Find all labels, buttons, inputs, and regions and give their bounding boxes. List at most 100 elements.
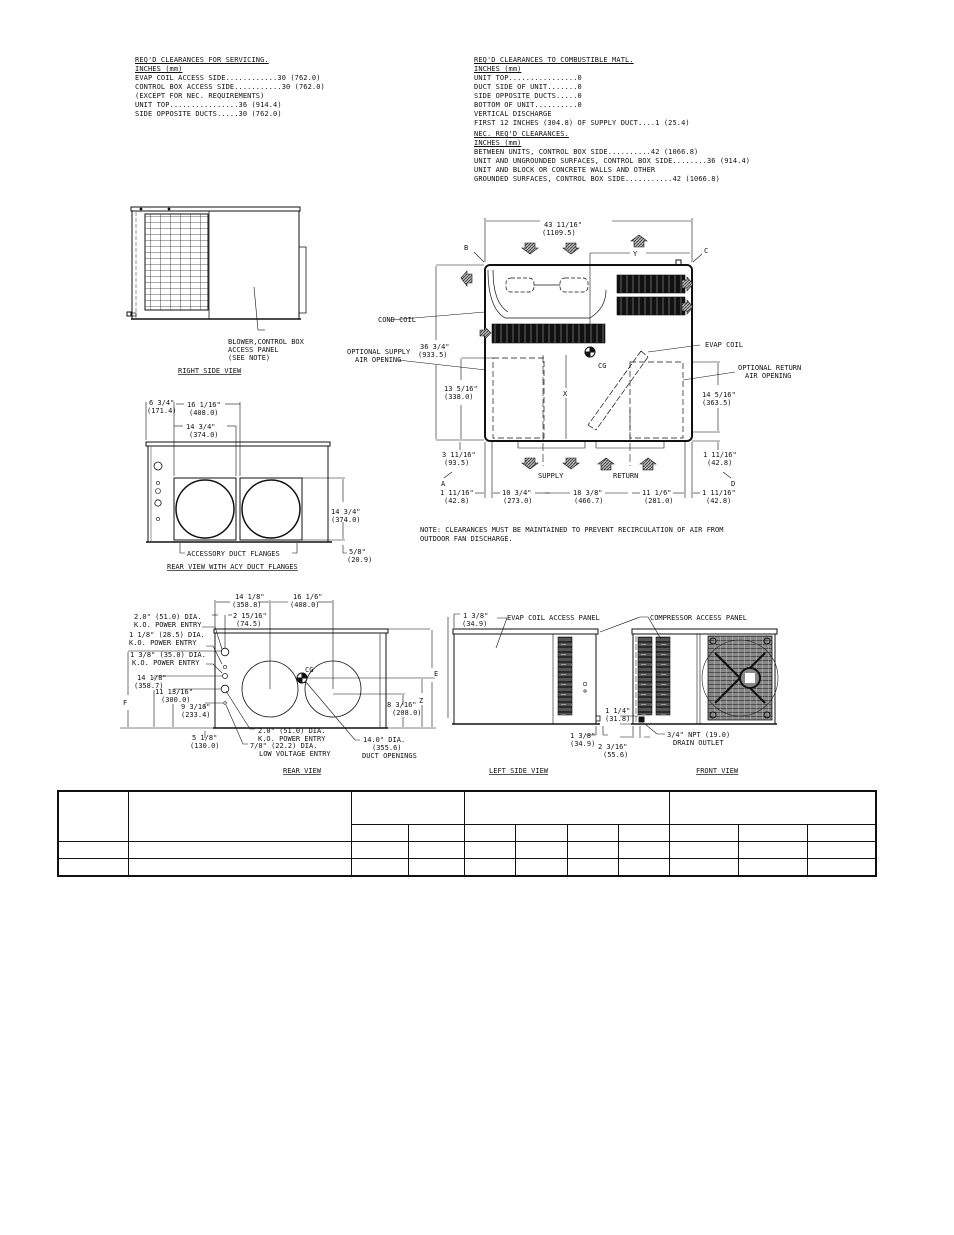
corner-c: C <box>704 247 708 255</box>
dim-1-3-8-bot-mm: (34.9) <box>570 740 595 748</box>
subheader-cell <box>618 824 670 842</box>
dim-2-15-16-mm: (74.5) <box>236 620 261 628</box>
combustible-line: DUCT SIDE OF UNIT.......0 <box>474 83 582 91</box>
front-view-title: FRONT VIEW <box>696 767 739 775</box>
dim-8-3-16: 8 3/16" <box>387 701 417 709</box>
optional-supply-1: OPTIONAL SUPPLY <box>347 348 411 356</box>
dim-14-1-8-side: 14 1/8" <box>137 674 167 682</box>
dim-14-1-8-side-mm: (358.7) <box>134 682 164 690</box>
dim-14-3-4-top-mm: (374.0) <box>189 431 219 439</box>
cell <box>57 841 130 859</box>
bottom-dim-4: 1 11/16" <box>702 489 736 497</box>
dim-6-3-4-mm: (171.4) <box>147 407 177 415</box>
dim-9-3-16-mm: (233.4) <box>181 711 211 719</box>
duct-openings-a: 14.0" DIA. <box>363 736 405 744</box>
cell <box>407 841 466 859</box>
technical-drawing: BLOWER,CONTROL BOX ACCESS PANEL (SEE NOT… <box>120 206 801 775</box>
combustible-line: VERTICAL DISCHARGE <box>474 110 552 118</box>
subheader-cell <box>350 824 409 842</box>
cg-label: CG <box>598 362 606 370</box>
combustible-clearances-title: REQ'D CLEARANCES TO COMBUSTIBLE MATL. <box>474 56 634 64</box>
dim-5-8-mm: (20.9) <box>347 556 372 564</box>
combustible-clearances-units: INCHES (mm) <box>474 65 522 73</box>
bottom-dim-3-mm: (281.0) <box>644 497 674 505</box>
cell <box>350 858 409 877</box>
cell <box>618 841 670 859</box>
y-label: Y <box>633 250 638 258</box>
dim-5-8: 5/8" <box>349 548 366 556</box>
drain-outlet-a: 3/4" NPT (19.0) <box>667 731 730 739</box>
z-label: Z <box>419 697 423 705</box>
bottom-entry-1-b: K.O. POWER ENTRY <box>258 735 326 743</box>
dim-2-3-16-mm: (55.6) <box>603 751 628 759</box>
combustible-line: FIRST 12 INCHES (304.8) OF SUPPLY DUCT..… <box>474 119 690 127</box>
right-side-callout-2: ACCESS PANEL <box>228 346 279 354</box>
bottom-dim-2-mm: (466.7) <box>574 497 604 505</box>
entry-3-a: 1 3/8" (35.0) DIA. <box>130 651 206 659</box>
dim-9-3-16: 9 3/16" <box>181 703 211 711</box>
cell <box>567 841 620 859</box>
duct-openings-b: (355.6) <box>372 744 402 752</box>
header-cell <box>128 790 352 842</box>
cell <box>668 841 739 859</box>
cell <box>515 841 569 859</box>
nec-clearances-units: INCHES (mm) <box>474 139 522 147</box>
bottom-dim-3: 11 1/6" <box>642 489 672 497</box>
dim-6-3-4: 6 3/4" <box>149 399 174 407</box>
return-label: RETURN <box>613 472 638 480</box>
entry-1-b: K.O. POWER ENTRY <box>134 621 202 629</box>
dim-5-1-8-mm: (130.0) <box>190 742 220 750</box>
servicing-clearances-units: INCHES (mm) <box>135 65 183 73</box>
right-side-view-title: RIGHT SIDE VIEW <box>178 367 242 375</box>
corner-d: D <box>731 480 735 488</box>
entry-3-b: K.O. POWER ENTRY <box>132 659 200 667</box>
bottom-dim-2: 18 3/8" <box>573 489 603 497</box>
cell <box>668 858 739 877</box>
dim-3-11-16-mm: (93.5) <box>444 459 469 467</box>
depth-mm: (933.5) <box>418 351 448 359</box>
combustible-line: SIDE OPPOSITE DUCTS.....0 <box>474 92 582 100</box>
combustible-line: BOTTOM OF UNIT..........0 <box>474 101 582 109</box>
supply-label: SUPPLY <box>538 472 564 480</box>
dim-16-1-6: 16 1/6" <box>293 593 323 601</box>
dim-5-1-8: 5 1/8" <box>192 734 217 742</box>
cell <box>737 858 808 877</box>
dim-13-5-16: 13 5/16" <box>444 385 478 393</box>
nec-line: UNIT AND BLOCK OR CONCRETE WALLS AND OTH… <box>474 166 656 174</box>
subheader-cell <box>567 824 620 842</box>
airflow-arrows <box>460 234 694 471</box>
rear-cg-label: CG <box>305 666 313 674</box>
cond-coil-label: COND COIL <box>378 316 416 324</box>
servicing-line: SIDE OPPOSITE DUCTS.....30 (762.0) <box>135 110 282 118</box>
cell <box>737 841 808 859</box>
dim-1-1-4: 1 1/4" <box>605 707 630 715</box>
header-cell <box>464 790 670 825</box>
bottom-dim-0: 1 11/16" <box>440 489 474 497</box>
note-line-2: OUTDOOR FAN DISCHARGE. <box>420 535 513 543</box>
dim-14-5-16-mm: (363.5) <box>702 399 732 407</box>
bottom-dim-1: 10 3/4" <box>502 489 532 497</box>
dim-14-3-4-top: 14 3/4" <box>186 423 216 431</box>
bottom-dim-0-mm: (42.8) <box>444 497 469 505</box>
evap-coil-label: EVAP COIL <box>705 341 743 349</box>
rear-view-flanges <box>145 402 347 554</box>
dim-1-3-8-top-mm: (34.9) <box>462 620 487 628</box>
dim-13-5-16-mm: (338.0) <box>444 393 474 401</box>
cell <box>515 858 569 877</box>
right-side-callout-3: (SEE NOTE) <box>228 354 270 362</box>
x-label: X <box>563 390 568 398</box>
servicing-line: EVAP COIL ACCESS SIDE............30 (762… <box>135 74 321 82</box>
front-view <box>599 616 779 738</box>
rear-view <box>120 600 436 745</box>
dim-16-1-16-mm: (408.0) <box>189 409 219 417</box>
nec-line: UNIT AND UNGROUNDED SURFACES, CONTROL BO… <box>474 157 751 165</box>
subheader-cell <box>515 824 569 842</box>
note-line-1: NOTE: CLEARANCES MUST BE MAINTAINED TO P… <box>420 526 723 534</box>
cell <box>128 841 352 859</box>
optional-return-1: OPTIONAL RETURN <box>738 364 801 372</box>
rear-flanges-title: REAR VIEW WITH ACY DUCT FLANGES <box>167 563 298 571</box>
corner-b: B <box>464 244 468 252</box>
optional-return-2: AIR OPENING <box>745 372 791 380</box>
dim-14-3-4-side: 14 3/4" <box>331 508 361 516</box>
entry-2-b: K.O. POWER ENTRY <box>129 639 197 647</box>
